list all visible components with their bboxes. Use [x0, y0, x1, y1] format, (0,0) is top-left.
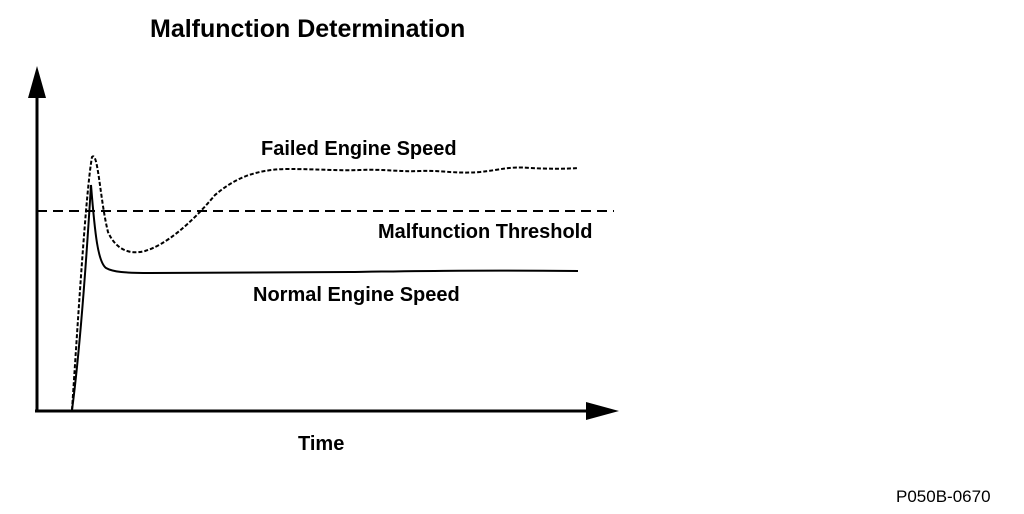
malfunction-threshold-label: Malfunction Threshold: [378, 221, 592, 243]
failed-engine-speed-curve: [71, 155, 579, 411]
failed-engine-speed-label: Failed Engine Speed: [261, 138, 457, 160]
normal-engine-speed-label: Normal Engine Speed: [253, 284, 460, 306]
diagram-title: Malfunction Determination: [150, 15, 465, 43]
x-axis-label: Time: [298, 433, 344, 455]
x-axis-arrow: [586, 402, 619, 420]
figure-id: P050B-0670: [896, 487, 991, 506]
y-axis-arrow: [28, 66, 46, 98]
normal-engine-speed-curve: [71, 184, 579, 411]
